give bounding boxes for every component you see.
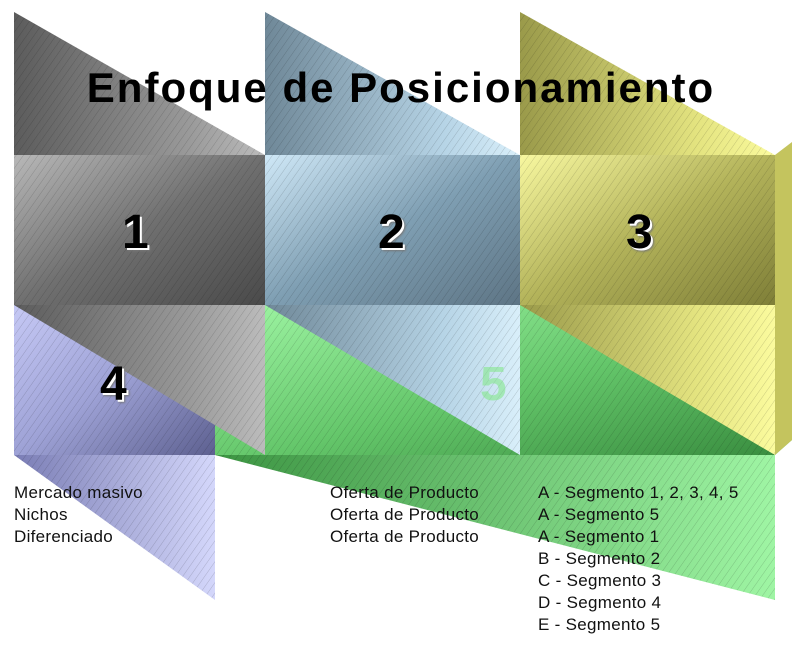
list-item: Oferta de Producto bbox=[330, 527, 480, 546]
list-item: Mercado masivo bbox=[14, 483, 143, 502]
product-offer-list: Oferta de Producto Oferta de Producto Of… bbox=[330, 482, 479, 548]
list-item: A - Segmento 1 bbox=[538, 527, 660, 546]
list-item: Diferenciado bbox=[14, 527, 114, 546]
list-item: Oferta de Producto bbox=[330, 483, 480, 502]
list-item: A - Segmento 5 bbox=[538, 505, 660, 524]
panel-2 bbox=[265, 12, 520, 455]
list-item: A - Segmento 1, 2, 3, 4, 5 bbox=[538, 483, 739, 502]
segment-list: A - Segmento 1, 2, 3, 4, 5 A - Segmento … bbox=[538, 482, 739, 636]
market-type-list: Mercado masivo Nichos Diferenciado bbox=[14, 482, 143, 548]
panel-number-4: 4 bbox=[100, 358, 127, 411]
panel-number-3: 3 bbox=[626, 206, 653, 259]
panel-3 bbox=[520, 12, 792, 455]
list-item: Nichos bbox=[14, 505, 68, 524]
list-item: D - Segmento 4 bbox=[538, 593, 662, 612]
panel-number-2: 2 bbox=[378, 206, 405, 259]
list-item: C - Segmento 3 bbox=[538, 571, 662, 590]
panel-number-1: 1 bbox=[122, 206, 149, 259]
list-item: Oferta de Producto bbox=[330, 505, 480, 524]
panel-1 bbox=[14, 12, 265, 455]
list-item: E - Segmento 5 bbox=[538, 615, 661, 634]
panel-number-5: 5 bbox=[480, 358, 507, 411]
diagram-title: Enfoque de Posicionamiento bbox=[86, 64, 716, 111]
list-item: B - Segmento 2 bbox=[538, 549, 661, 568]
